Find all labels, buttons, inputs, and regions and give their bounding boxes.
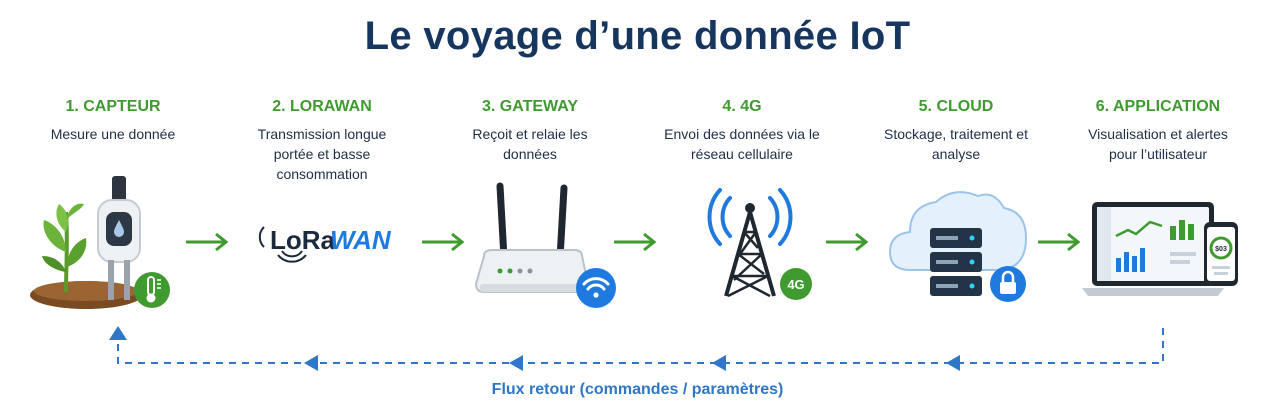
lorawan-logo: LoRa WAN . (258, 225, 392, 263)
lorawan-logo-mark: . (384, 236, 388, 252)
step-gateway: 3. GATEWAY Reçoit et relaie les données (430, 98, 630, 164)
cell-tower-icon: 4G (707, 188, 812, 300)
feedback-arrowhead (509, 355, 523, 371)
forward-arrow-icon (186, 232, 229, 252)
step-description: Visualisation et alertes pour l’utilisat… (1088, 126, 1228, 162)
step-capteur: 1. CAPTEUR Mesure une donnée (13, 98, 213, 144)
forward-arrow-icon (1038, 232, 1081, 252)
lorawan-logo-wan: WAN (330, 225, 392, 255)
phone-value-label: $03 (1215, 246, 1227, 253)
feedback-label: Flux retour (commandes / paramètres) (491, 381, 784, 398)
dashboard-devices-icon: $03 (1082, 202, 1238, 296)
feedback-arrowhead (304, 355, 318, 371)
step-4g: 4. 4G Envoi des données via le réseau ce… (642, 98, 842, 164)
step-description: Envoi des données via le réseau cellulai… (664, 126, 820, 162)
step-description: Stockage, traitement et analyse (884, 126, 1028, 162)
step-title: 2. LORAWAN (272, 98, 372, 115)
step-application: 6. APPLICATION Visualisation et alertes … (1058, 98, 1258, 164)
feedback-arrowhead (946, 355, 960, 371)
feedback-arrowhead (712, 355, 726, 371)
step-title: 1. CAPTEUR (65, 98, 161, 115)
step-title: 5. CLOUD (918, 98, 994, 115)
lorawan-logo-lora: LoRa (270, 225, 336, 255)
forward-arrow-icon (422, 232, 465, 252)
gateway-router-icon (474, 182, 616, 308)
step-lorawan: 2. LORAWAN Transmission longue portée et… (222, 98, 422, 184)
forward-arrow-icon (614, 232, 657, 252)
step-title: 3. GATEWAY (481, 98, 579, 115)
step-description: Reçoit et relaie les données (472, 126, 588, 162)
step-description: Mesure une donnée (50, 126, 176, 142)
step-title: 6. APPLICATION (1095, 98, 1221, 115)
diagram-title: Le voyage d’une donnée IoT (364, 14, 911, 58)
soil-sensor-icon (30, 176, 170, 309)
cloud-server-icon (888, 191, 1028, 302)
step-description: Transmission longue portée et basse cons… (257, 126, 387, 182)
forward-arrow-icon (826, 232, 869, 252)
step-cloud: 5. CLOUD Stockage, traitement et analyse (856, 98, 1056, 164)
step-title: 4. 4G (722, 98, 762, 115)
network-badge-label: 4G (787, 277, 804, 292)
feedback-arrowhead-up (109, 326, 127, 340)
